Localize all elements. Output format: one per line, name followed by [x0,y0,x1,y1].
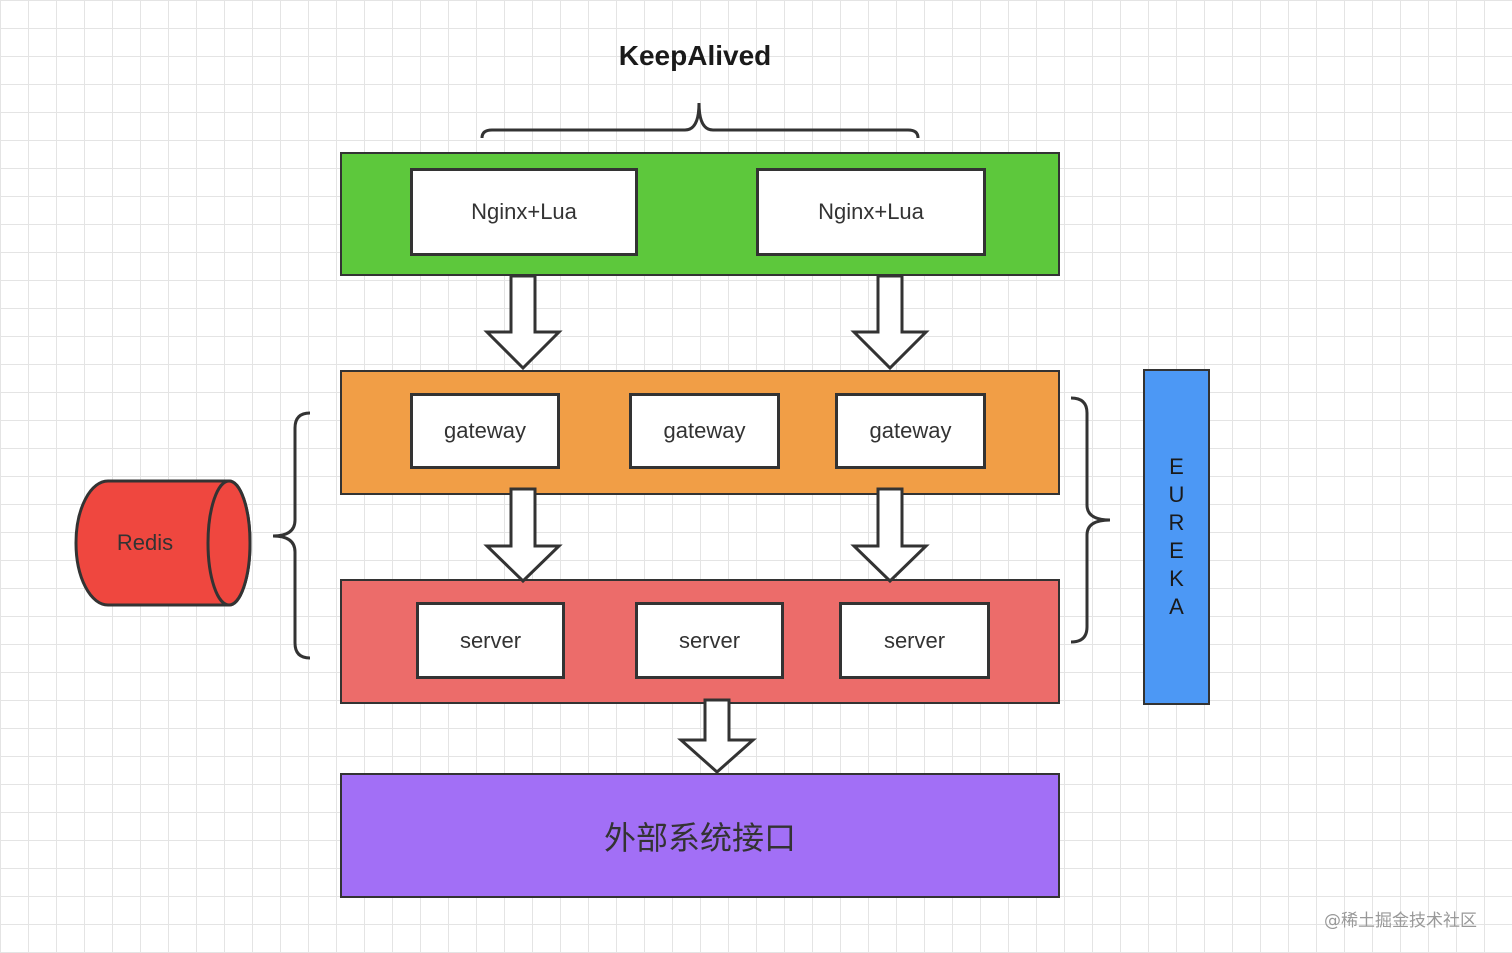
gateway-box-1: gateway [410,393,560,469]
server-box-1: server [416,602,565,679]
down-arrow [850,274,930,371]
redis-cylinder [74,479,252,607]
keepalived-brace [480,102,920,139]
right-brace [1070,396,1111,644]
left-brace [272,411,311,660]
eureka-bar: E U R E K A [1143,369,1210,705]
eureka-letter: U [1168,482,1185,507]
nginx-lua-box-2: Nginx+Lua [756,168,986,256]
down-arrow [483,274,563,371]
eureka-letter: E [1169,454,1184,479]
external-interface-layer: 外部系统接口 [340,773,1060,898]
watermark: @稀土掘金技术社区 [1324,911,1477,931]
keepalived-title: KeepAlived [618,40,772,71]
eureka-letter: R [1168,510,1185,535]
gateway-box-3: gateway [835,393,986,469]
gateway-box-2: gateway [629,393,780,469]
eureka-letter: E [1169,538,1184,563]
server-box-3: server [839,602,990,679]
server-box-2: server [635,602,784,679]
eureka-letter: K [1169,566,1184,591]
down-arrow [677,698,757,775]
eureka-letter: A [1169,594,1184,619]
redis-label: Redis [116,530,174,555]
nginx-lua-box-1: Nginx+Lua [410,168,638,256]
down-arrow [850,487,930,584]
down-arrow [483,487,563,584]
